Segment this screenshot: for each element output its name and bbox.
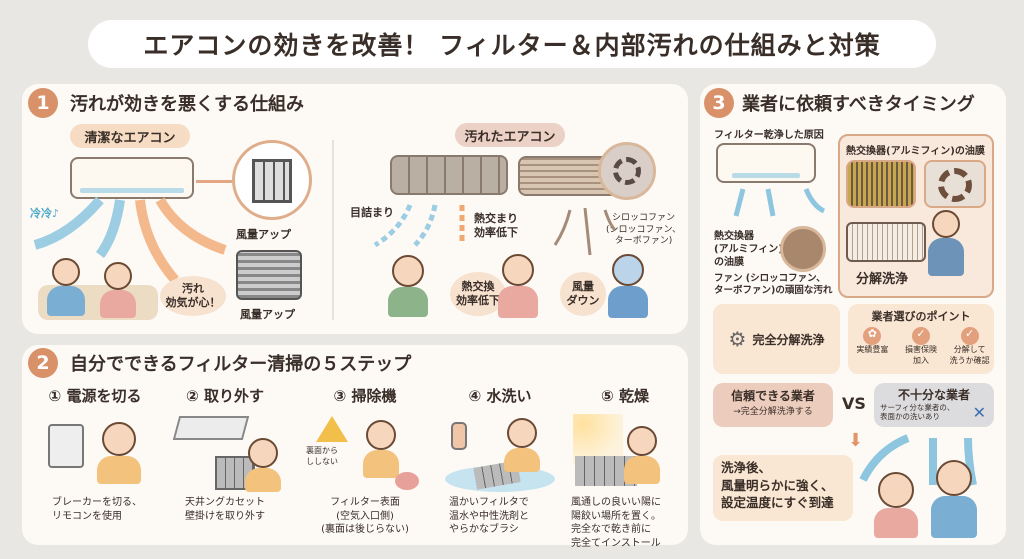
heat-exchanger-icon — [846, 160, 916, 208]
bad-vendor-desc: サーフィ分な業者の、 表面かの洗いあり — [880, 403, 955, 421]
sick-man — [388, 255, 428, 317]
section-heading: 自分でできるフィルター清掃の５ステップ — [70, 354, 412, 375]
clean-ac-label: 清潔なエアコン — [70, 124, 190, 148]
step-title: ⑤ 乾燥 — [601, 387, 649, 405]
switch-icon — [48, 424, 84, 468]
point-label: 実績豊富 — [856, 345, 889, 354]
step-title: ① 電源を切る — [48, 387, 142, 405]
technician — [928, 210, 964, 276]
clean-speech-bubble: 汚れ 効気が心！ — [160, 276, 226, 316]
sun-icon — [573, 414, 623, 464]
section-number-3: 3 — [704, 88, 734, 118]
cassette-ac-icon — [172, 416, 250, 440]
result-box: 洗浄後、 風量明らかに強く、 設定温度にすぐ到達 — [713, 455, 853, 521]
step-title: ④ 水洗い — [468, 387, 532, 405]
vs-label: VS — [842, 394, 866, 413]
cool-text: 冷冷♪ — [30, 207, 60, 220]
detergent-icon — [451, 422, 467, 450]
vendor-points-box: 業者選びのポイント ✿実績豊富 ✓損害保険 加入 ✓分解して 洗うか確認 — [848, 304, 994, 374]
step-2: ② 取り外す 天井ングカセット 壁掛けを取り外す — [160, 385, 290, 523]
point-disassembly: ✓分解して 洗うか確認 — [948, 327, 992, 367]
clog-label: 目詰まり — [350, 206, 394, 219]
shield-icon: ✓ — [911, 327, 930, 345]
strong-airflow-arrows — [859, 434, 977, 486]
full-clean-label: 完全分解洗浄 — [752, 332, 825, 347]
point-label: 損害保険 加入 — [904, 345, 937, 365]
gear-icon: ⚙ — [728, 327, 747, 351]
worried-woman — [498, 254, 538, 318]
airflow-arrows — [33, 196, 227, 284]
clean-fan-icon — [236, 250, 302, 300]
dirty-fan-icon — [780, 226, 826, 272]
airflow-down-bubble: 風量 ダウン — [560, 272, 606, 316]
step-title: ② 取り外す — [186, 387, 264, 405]
section-number-1: 1 — [28, 88, 58, 118]
fan-label: シロッコファン (シロッコファン、 ターボファン) — [606, 213, 681, 247]
woman-drying — [624, 426, 660, 484]
step-desc: 天井ングカセット 壁掛けを取り外す — [185, 497, 265, 522]
step-desc: 風通しの良いい陽に 陽餃い場所を置く。 完全なで乾き前に 完全てインストール — [571, 497, 661, 549]
woman-vacuum — [363, 420, 399, 478]
step-3: ③ 掃除機 裏面から ししない フィルター表面 (空気入口側) (裏面は後じらな… — [300, 385, 430, 537]
full-clean-box: ⚙ 完全分解洗浄 — [713, 304, 840, 374]
step-desc: 温かいフィルタで 温水や中性洗剤と やらかなブラシ — [449, 497, 529, 535]
callout-title: 熱交換器(アルミフィン)の油膜 — [846, 146, 985, 157]
good-vendor-desc: →完全分解洗浄する — [733, 407, 813, 417]
step-5: ⑤ 乾燥 風通しの良いい陽に 陽餃い場所を置く。 完全なで乾き前に 完全てインス… — [565, 385, 685, 550]
divider — [332, 140, 334, 320]
woman-remote — [97, 422, 141, 484]
happy-man — [47, 258, 85, 316]
happy-man — [931, 460, 977, 538]
airflow-arrows — [733, 188, 826, 217]
oil-film-label: 熱交換器 (アルミフィン) の油膜 — [714, 231, 783, 268]
cold-man — [608, 254, 648, 318]
fan-dirt-label: ファン (シロッコファン、 ターボファン)の頑固な汚れ — [714, 273, 833, 297]
step-1: ① 電源を切る ブレーカーを切る、 リモコンを使用 — [30, 385, 160, 523]
weak-airflow-arrows — [373, 204, 617, 256]
clean-filter-icon — [232, 140, 312, 220]
step-4: ④ 水洗い 温かいフィルタで 温水や中性洗剤と やらかなブラシ — [435, 385, 565, 537]
disassembled-ac-icon — [846, 222, 926, 262]
point-label: 分解して 洗うか確認 — [949, 345, 990, 365]
ac-unit — [716, 143, 816, 183]
cause-label: フィルター乾浄した原因 — [714, 130, 824, 141]
down-arrow-icon: ⬇ — [848, 430, 864, 451]
award-icon: ✿ — [863, 327, 882, 345]
airflow-up-label-2: 風量アップ — [240, 308, 295, 321]
dirty-ac-label: 汚れたエアコン — [455, 123, 565, 147]
woman-filter — [245, 438, 281, 492]
section-number-2: 2 — [28, 348, 58, 378]
page-title: エアコンの効きを改善！ フィルター＆内部汚れの仕組みと対策 — [88, 20, 936, 68]
step-desc: ブレーカーを切る、 リモコンを使用 — [52, 497, 142, 522]
section-heading: 汚れが効きを悪くする仕組み — [70, 94, 304, 115]
clean-ac-unit — [70, 157, 194, 199]
vacuum-icon — [395, 472, 419, 490]
warning-text: 裏面から ししない — [306, 446, 338, 466]
happy-woman — [100, 262, 136, 318]
step-desc: フィルター表面 (空気入口側) (裏面は後じらない) — [321, 497, 409, 535]
dirty-ac-filter — [390, 155, 508, 195]
bad-vendor-box: 不十分な業者 サーフィ分な業者の、 表面かの洗いあり ✕ — [874, 383, 994, 427]
dirty-fan-closeup-icon — [924, 160, 986, 208]
step-title: ③ 掃除機 — [333, 387, 397, 405]
callout-line — [196, 180, 232, 183]
sirocco-fan-icon — [598, 142, 656, 200]
happy-woman — [874, 472, 918, 538]
section-heading: 業者に依頼すべきタイミング — [742, 94, 975, 115]
efficiency-drop-bubble: 熱交換 効率低下 — [450, 272, 506, 316]
check-icon: ✓ — [960, 327, 979, 345]
points-title: 業者選びのポイント — [871, 310, 971, 323]
point-insurance: ✓損害保険 加入 — [899, 327, 943, 367]
airflow-up-label-1: 風量アップ — [236, 228, 291, 241]
warning-icon — [316, 416, 348, 442]
bad-vendor-title: 不十分な業者 — [897, 388, 970, 402]
cross-icon: ✕ — [972, 403, 986, 422]
good-vendor-title: 信頼できる業者 — [731, 389, 815, 403]
heat-exchange-label: 熱交まり 効率低下 — [474, 212, 518, 240]
woman-washing — [504, 418, 540, 472]
disassembly-label: 分解洗浄 — [856, 272, 909, 287]
point-experience: ✿実績豊富 — [850, 327, 894, 367]
good-vendor-box: 信頼できる業者 →完全分解洗浄する — [713, 383, 833, 427]
